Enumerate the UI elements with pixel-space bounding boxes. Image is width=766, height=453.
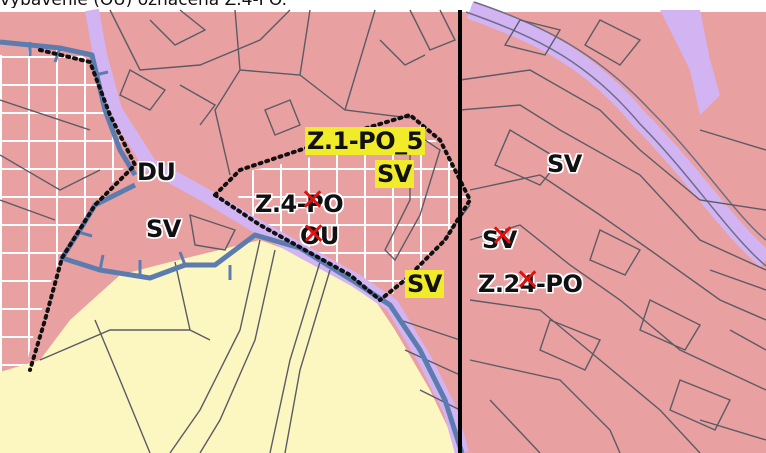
boundary-ticks: [28, 42, 232, 280]
caption-text: vybavenie (OU) označená Z.4-PO.: [0, 0, 766, 8]
road-right-edge-2: [473, 1, 766, 241]
label-z24-po: Z.24-PO: [478, 270, 583, 298]
label-sv-center: SV: [405, 270, 444, 298]
planned-zone-left: [0, 45, 130, 372]
parcel-lines: [0, 9, 766, 453]
road-right-wedge: [660, 10, 720, 115]
label-z4-po: Z.4-PO: [255, 190, 344, 218]
label-sv-right-top: SV: [547, 150, 582, 178]
strike-mark-ou: ✕: [301, 217, 327, 252]
yellow-zone: [0, 240, 460, 453]
road-right-edge: [465, 11, 766, 267]
label-du: DU: [137, 158, 176, 186]
strike-mark-sv-right: ✕: [490, 219, 516, 254]
label-sv-left: SV: [146, 215, 181, 243]
strike-mark-z4-po: ✕: [300, 183, 326, 218]
top-strip: [0, 8, 766, 12]
dotted-boundary: [28, 48, 473, 372]
strike-mark-z24-po: ✕: [515, 263, 541, 298]
label-sv-right-struck: SV: [482, 226, 517, 254]
label-ou: OU: [300, 222, 339, 250]
road-right: [466, 1, 766, 267]
label-z1-po-5: Z.1-PO_5: [305, 127, 425, 155]
label-sv-top: SV: [375, 160, 414, 188]
